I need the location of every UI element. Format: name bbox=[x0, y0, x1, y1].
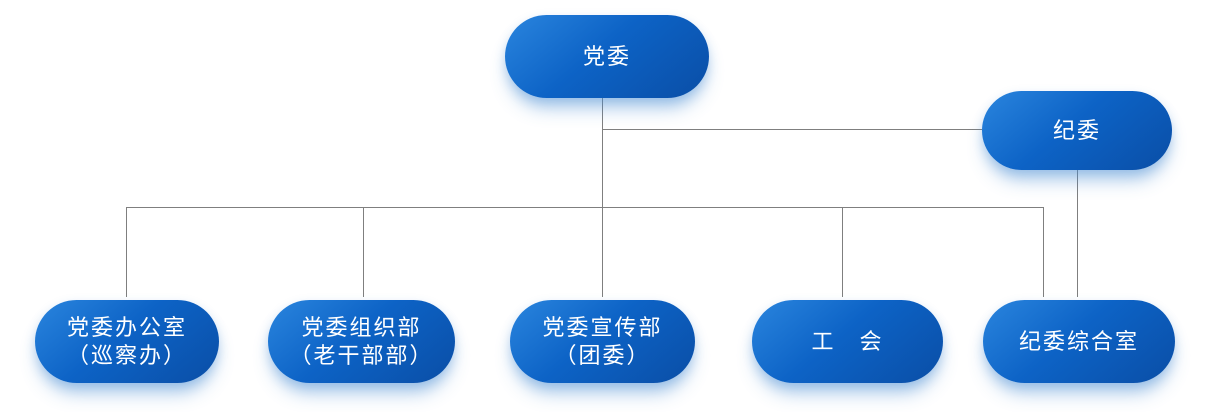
connector-children-rail bbox=[126, 207, 1043, 208]
connector-discipline-to-office bbox=[1077, 170, 1078, 297]
node-discipline-office-label: 纪委综合室 bbox=[1018, 328, 1139, 354]
node-publicity-dept: 党委宣传部 （团委） bbox=[510, 300, 695, 383]
node-labor-union: 工 会 bbox=[752, 300, 943, 383]
connector-drop-party-office bbox=[126, 207, 127, 297]
node-party-committee: 党委 bbox=[505, 15, 709, 98]
node-party-office-line2: （巡察办） bbox=[66, 342, 187, 368]
node-discipline-committee-label: 纪委 bbox=[1052, 117, 1101, 143]
connector-drop-discipline-office bbox=[1043, 207, 1044, 297]
node-labor-union-label: 工 会 bbox=[811, 328, 884, 354]
connector-party-to-discipline bbox=[602, 129, 982, 130]
node-publicity-dept-line2: （团委） bbox=[554, 342, 651, 368]
node-discipline-committee: 纪委 bbox=[982, 91, 1172, 170]
node-organization-dept-line1: 党委组织部 bbox=[301, 314, 422, 340]
node-publicity-dept-line1: 党委宣传部 bbox=[542, 314, 663, 340]
connector-drop-organization-dept bbox=[363, 207, 364, 297]
connector-trunk-vertical bbox=[602, 97, 603, 297]
node-party-office-line1: 党委办公室 bbox=[66, 314, 187, 340]
connector-drop-labor-union bbox=[842, 207, 843, 297]
node-organization-dept: 党委组织部 （老干部部） bbox=[268, 300, 455, 383]
node-party-office: 党委办公室 （巡察办） bbox=[35, 300, 219, 383]
node-discipline-office: 纪委综合室 bbox=[983, 300, 1175, 383]
node-organization-dept-line2: （老干部部） bbox=[289, 342, 434, 368]
node-party-committee-label: 党委 bbox=[582, 43, 631, 69]
